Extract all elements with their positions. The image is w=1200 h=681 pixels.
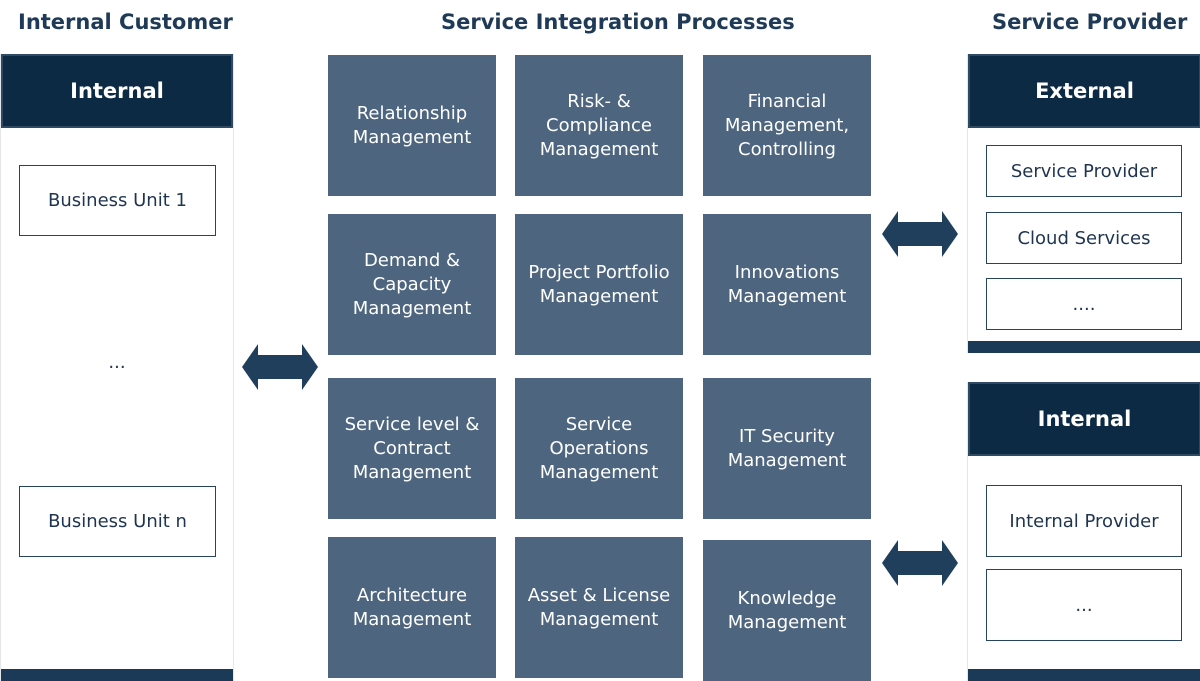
process-tile-risk-compliance: Risk- & Compliance Management: [515, 55, 683, 196]
process-tile-service-operations: Service Operations Management: [515, 378, 683, 519]
process-tile-project-portfolio: Project Portfolio Management: [515, 214, 683, 355]
internal-provider-box: Internal Provider: [986, 485, 1182, 557]
process-tile-architecture: Architecture Management: [328, 537, 496, 678]
process-tile-relationship: Relationship Management: [328, 55, 496, 196]
business-unit-n-box: Business Unit n: [19, 486, 216, 557]
service-provider-title: Service Provider: [992, 10, 1188, 34]
external-ellipsis-box: ....: [986, 278, 1182, 330]
external-provider-panel: External Service Provider Cloud Services…: [967, 54, 1200, 353]
process-tile-knowledge: Knowledge Management: [703, 540, 871, 681]
process-tile-financial: Financial Management, Controlling: [703, 55, 871, 196]
panel-footer: [1, 669, 233, 681]
panel-header-internal: Internal: [1, 54, 233, 128]
process-tile-it-security: IT Security Management: [703, 378, 871, 519]
process-tile-service-level: Service level & Contract Management: [328, 378, 496, 519]
internal-customer-title: Internal Customer: [18, 10, 233, 34]
service-provider-box: Service Provider: [986, 145, 1182, 197]
process-tile-asset-license: Asset & License Management: [515, 537, 683, 678]
double-arrow-icon: [882, 211, 958, 257]
double-arrow-icon: [882, 540, 958, 586]
internal-customer-panel: Internal Business Unit 1 ... Business Un…: [0, 54, 234, 681]
panel-header-external: External: [968, 54, 1200, 128]
double-arrow-icon: [242, 344, 318, 390]
panel-footer: [968, 341, 1200, 353]
ellipsis-text: ...: [108, 352, 126, 373]
cloud-services-box: Cloud Services: [986, 212, 1182, 264]
processes-title: Service Integration Processes: [441, 10, 795, 34]
process-tile-innovations: Innovations Management: [703, 214, 871, 355]
process-tile-demand-capacity: Demand & Capacity Management: [328, 214, 496, 355]
panel-footer: [968, 669, 1200, 681]
internal-ellipsis-box: ...: [986, 569, 1182, 641]
internal-provider-panel: Internal Internal Provider ...: [967, 382, 1200, 681]
panel-header-internal-provider: Internal: [968, 382, 1200, 456]
business-unit-1-box: Business Unit 1: [19, 165, 216, 236]
